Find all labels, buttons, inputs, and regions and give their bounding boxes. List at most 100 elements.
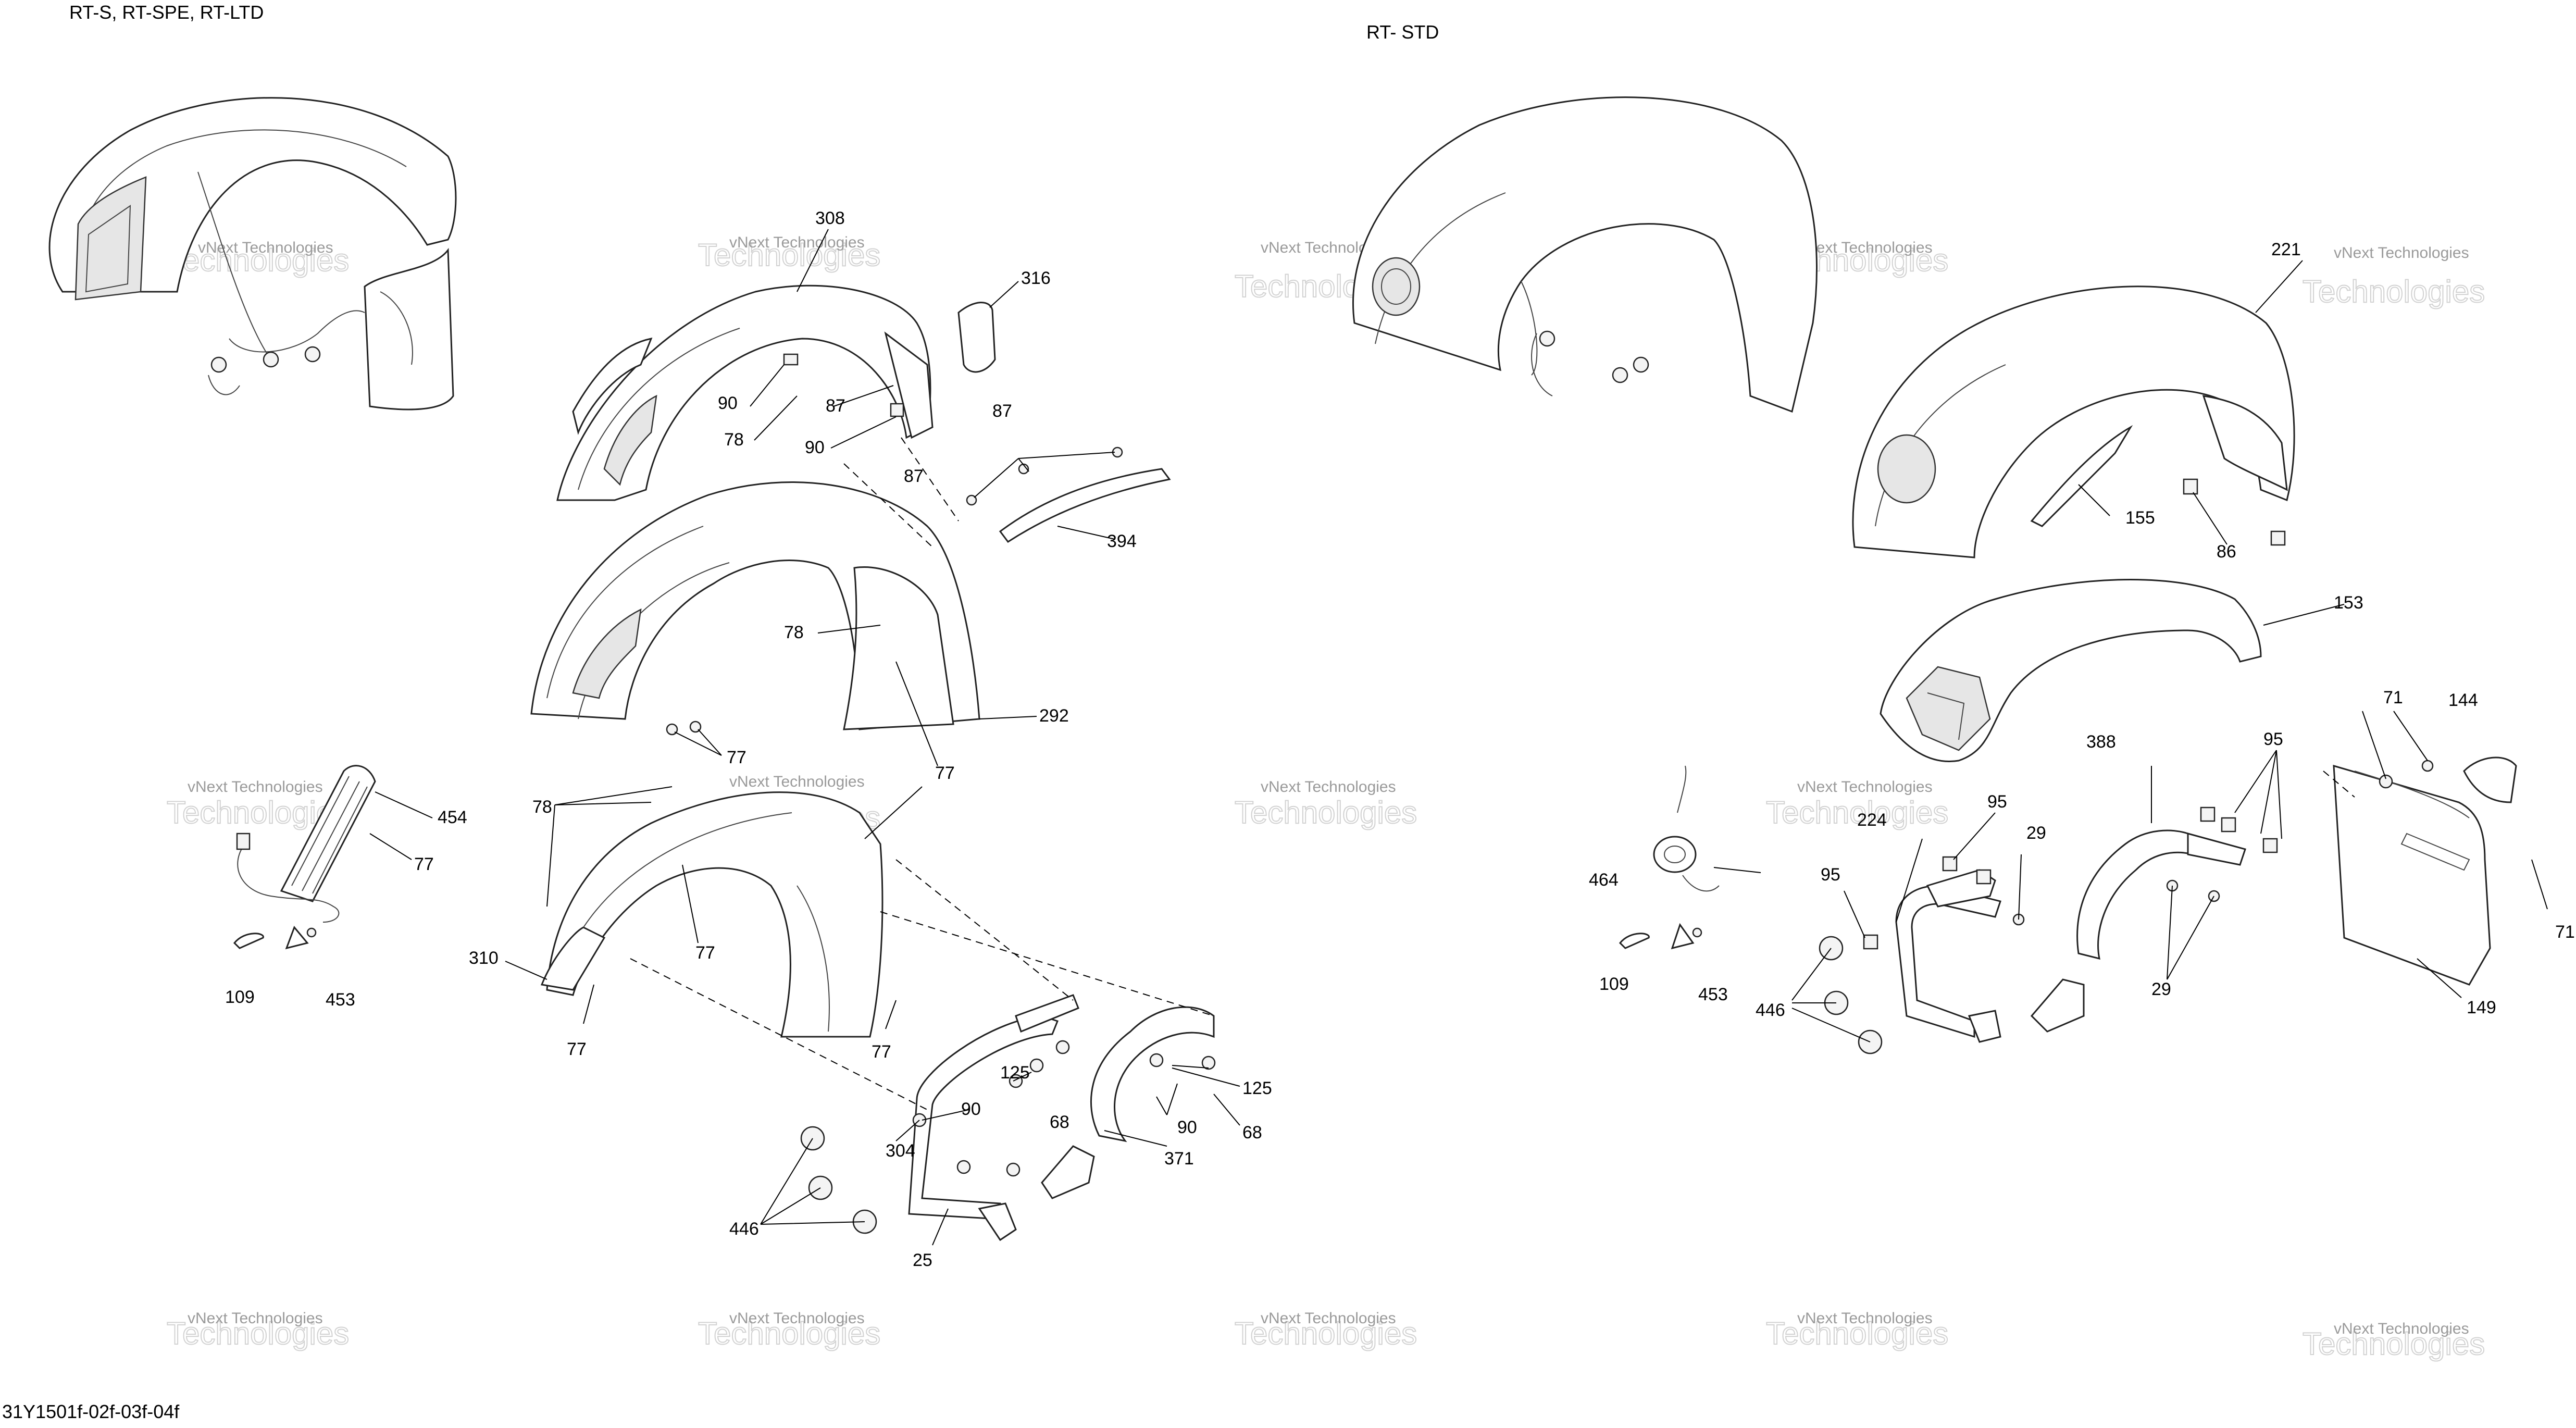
leader-lines <box>369 229 2548 1246</box>
callout-71: 71 <box>2383 688 2403 707</box>
callout-90: 90 <box>805 438 825 457</box>
callout-25: 25 <box>913 1250 932 1270</box>
part-388-support-bracket <box>2030 829 2246 1033</box>
callout-316: 316 <box>1021 268 1051 288</box>
callout-125: 125 <box>1242 1078 1272 1098</box>
part-454-tail-light <box>236 765 376 923</box>
hardware-washers-left <box>912 1040 1216 1177</box>
part-224-support-bracket <box>1895 869 2001 1043</box>
svg-text:vNext Technologies: vNext Technologies <box>729 1310 865 1327</box>
svg-text:vNext Technologies: vNext Technologies <box>729 773 865 790</box>
callout-87: 87 <box>992 401 1012 421</box>
callout-77: 77 <box>414 854 434 874</box>
part-109-tie-strap-right <box>1619 933 1650 949</box>
svg-text:Technologies: Technologies <box>2303 274 2485 309</box>
callout-95: 95 <box>2263 729 2283 749</box>
callout-77: 77 <box>567 1039 587 1059</box>
callout-453: 453 <box>1698 985 1728 1004</box>
callout-388: 388 <box>2086 732 2116 752</box>
callout-453: 453 <box>326 990 355 1010</box>
svg-text:Technologies: Technologies <box>167 1316 349 1351</box>
callout-78: 78 <box>724 430 744 450</box>
part-221-fender-cover <box>1852 285 2295 558</box>
callout-95: 95 <box>1987 792 2007 812</box>
part-446-grommets-left <box>800 1126 877 1234</box>
svg-text:vNext Technologies: vNext Technologies <box>1261 1310 1396 1327</box>
callout-95: 95 <box>1821 865 1840 885</box>
callout-68: 68 <box>1050 1112 1069 1132</box>
callout-109: 109 <box>225 987 255 1007</box>
part-109-tie-strap <box>233 933 264 949</box>
part-304-support-bracket <box>908 994 1079 1241</box>
drawing-code: 31Y1501f-02f-03f-04f <box>2 1401 180 1422</box>
callout-109: 109 <box>1599 974 1629 994</box>
callout-125: 125 <box>1000 1063 1030 1083</box>
part-292-rear-fender <box>530 481 980 736</box>
callout-90: 90 <box>961 1099 981 1119</box>
callout-464: 464 <box>1589 870 1619 890</box>
callout-454: 454 <box>438 808 467 827</box>
part-394-trim-strip <box>966 446 1171 543</box>
part-446-grommets-right <box>1819 936 1883 1054</box>
callout-394: 394 <box>1107 531 1137 551</box>
callout-153: 153 <box>2334 593 2363 613</box>
callout-144: 144 <box>2448 690 2478 710</box>
callout-155: 155 <box>2125 508 2155 528</box>
callout-78: 78 <box>532 797 552 817</box>
callout-149: 149 <box>2467 998 2496 1017</box>
callout-86: 86 <box>2217 542 2236 562</box>
part-316-end-clip <box>957 302 996 373</box>
svg-text:vNext Technologies: vNext Technologies <box>198 239 333 256</box>
callout-29: 29 <box>2026 823 2046 843</box>
callout-304: 304 <box>886 1141 915 1161</box>
callout-labels: 308 316 90 87 78 90 87 87 394 78 292 77 … <box>225 208 2575 1270</box>
part-153-fender-bracket <box>1880 579 2262 762</box>
callout-90: 90 <box>1177 1117 1197 1137</box>
part-310-inner-fender <box>540 791 883 1038</box>
variant-header-right: RT- STD <box>1366 21 1439 43</box>
assembly-lines-right <box>2323 771 2355 798</box>
svg-text:vNext Technologies: vNext Technologies <box>188 778 323 796</box>
callout-308: 308 <box>815 208 845 228</box>
variant-header-left: RT-S, RT-SPE, RT-LTD <box>69 2 264 23</box>
callout-221: 221 <box>2271 240 2301 259</box>
svg-text:vNext Technologies: vNext Technologies <box>729 234 865 251</box>
svg-text:Technologies: Technologies <box>1235 795 1417 830</box>
callout-77: 77 <box>695 943 715 963</box>
svg-text:vNext Technologies: vNext Technologies <box>2334 244 2469 262</box>
svg-text:Technologies: Technologies <box>1235 1316 1417 1351</box>
callout-224: 224 <box>1857 810 1887 830</box>
assembled-fender-deluxe <box>48 97 457 411</box>
callout-77: 77 <box>935 763 955 783</box>
svg-text:Technologies: Technologies <box>1766 1316 1948 1351</box>
svg-text:vNext Technologies: vNext Technologies <box>1797 778 1933 796</box>
callout-77: 77 <box>872 1042 891 1062</box>
assembled-fender-standard <box>1352 96 1818 413</box>
callout-71: 71 <box>2555 922 2575 942</box>
part-308-fender-cover <box>556 284 934 501</box>
callout-90: 90 <box>718 393 738 413</box>
watermark: Technologies vNext Technologies <box>2302 244 2485 309</box>
callout-29: 29 <box>2151 979 2171 999</box>
callout-371: 371 <box>1164 1149 1194 1169</box>
part-371-support-bracket <box>1041 1006 1215 1199</box>
svg-text:vNext Technologies: vNext Technologies <box>1261 778 1396 796</box>
part-453-clip <box>285 926 317 950</box>
svg-text:Technologies: Technologies <box>1766 795 1948 830</box>
callout-446: 446 <box>1756 1000 1785 1020</box>
svg-text:Technologies: Technologies <box>2303 1326 2485 1361</box>
callout-68: 68 <box>1242 1123 1262 1143</box>
part-453-clip-right <box>1671 923 1702 950</box>
